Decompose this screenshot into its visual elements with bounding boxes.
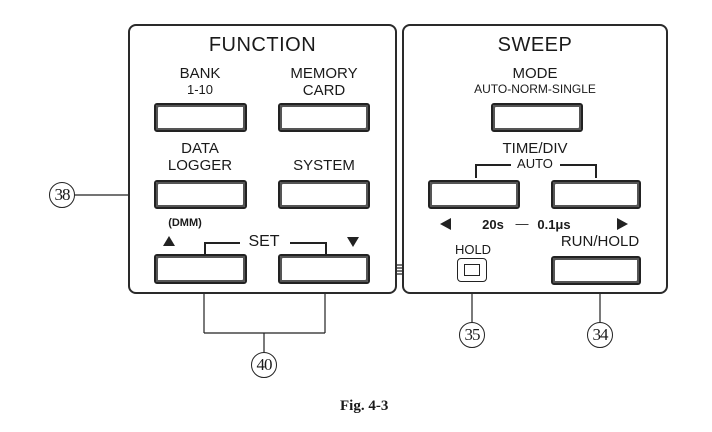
callout-34: 34	[587, 322, 613, 348]
memory-card-button[interactable]	[278, 103, 370, 132]
sweep-panel-title: SWEEP	[497, 34, 573, 56]
triangle-up-icon	[163, 236, 175, 246]
triangle-left-icon	[440, 218, 451, 230]
time-div-faster-button[interactable]	[551, 180, 641, 209]
run-hold-label: RUN/HOLD	[560, 233, 640, 250]
bank-label-line1: BANK	[179, 65, 221, 82]
auto-bracket-right-v	[595, 164, 597, 178]
bank-label-line2: 1-10	[186, 82, 214, 97]
figure-caption: Fig. 4-3	[340, 398, 389, 414]
set-bracket-left-v	[204, 242, 206, 254]
auto-bracket-left-v	[475, 164, 477, 178]
range-left-label: 20s	[482, 217, 504, 232]
function-panel-title: FUNCTION	[208, 34, 317, 56]
set-label: SET	[248, 233, 280, 250]
run-hold-button[interactable]	[551, 256, 641, 285]
memory-card-label-line1: MEMORY	[290, 65, 358, 82]
set-down-button[interactable]	[278, 254, 370, 284]
time-div-label: TIME/DIV	[502, 140, 568, 157]
hold-switch[interactable]	[464, 264, 480, 276]
set-bracket-right-v	[325, 242, 327, 254]
time-div-slower-button[interactable]	[428, 180, 520, 209]
sweep-mode-button[interactable]	[491, 103, 583, 132]
system-button[interactable]	[278, 180, 370, 209]
time-div-auto-label: AUTO	[517, 156, 553, 171]
auto-bracket-right-h	[560, 164, 596, 166]
triangle-right-icon	[617, 218, 628, 230]
data-logger-label-line1: DATA	[181, 140, 219, 157]
hold-label: HOLD	[454, 242, 492, 257]
system-label: SYSTEM	[293, 157, 355, 174]
auto-bracket-left-h	[475, 164, 511, 166]
set-bracket-right-h	[290, 242, 326, 244]
function-panel	[128, 24, 397, 294]
triangle-down-icon	[347, 237, 359, 247]
sweep-panel	[402, 24, 668, 294]
bank-button[interactable]	[154, 103, 247, 132]
set-up-button[interactable]	[154, 254, 247, 284]
data-logger-label-line2: LOGGER	[167, 157, 233, 174]
range-dash: —	[515, 216, 529, 231]
callout-40: 40	[251, 352, 277, 378]
set-bracket-left-h	[204, 242, 240, 244]
callout-38: 38	[49, 182, 75, 208]
range-right-label: 0.1μs	[537, 217, 571, 232]
mode-options-label: AUTO-NORM-SINGLE	[474, 82, 596, 96]
memory-card-label-line2: CARD	[302, 82, 346, 99]
data-logger-dmm-label: (DMM)	[168, 217, 202, 229]
mode-label: MODE	[512, 65, 558, 82]
data-logger-button[interactable]	[154, 180, 247, 209]
callout-35: 35	[459, 322, 485, 348]
